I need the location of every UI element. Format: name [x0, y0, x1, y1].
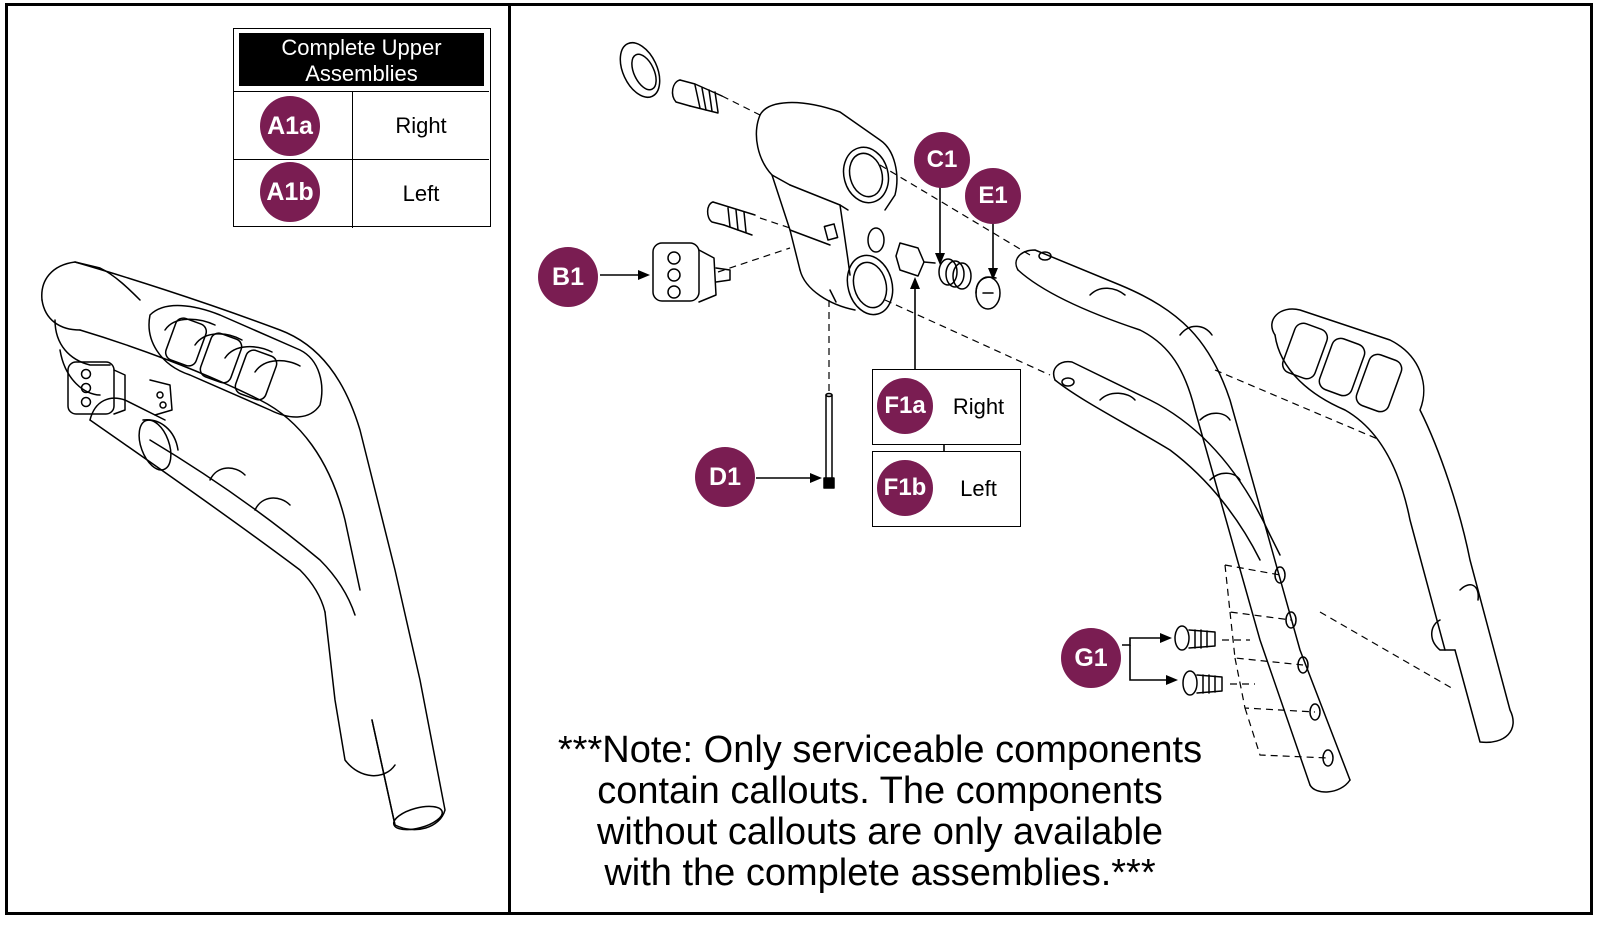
- callout-badge-a1a: A1a: [260, 96, 320, 156]
- clamp-housing-illustration: [755, 101, 898, 316]
- pin-illustration: [823, 392, 835, 489]
- spring-illustration: [895, 242, 972, 290]
- grip-handle-illustration: [1271, 308, 1514, 744]
- mounting-screws-illustration: [1174, 625, 1223, 696]
- f1-label-left: Left: [960, 476, 997, 501]
- callout-badge-a1b: A1b: [260, 162, 320, 222]
- serviceable-components-note: ***Note: Only serviceable components con…: [520, 730, 1240, 894]
- f1-label-right: Right: [952, 394, 1005, 419]
- set-screw-illustration: [975, 276, 1001, 310]
- note-line: without callouts are only available: [596, 811, 1164, 853]
- assembly-row-left: A1b Left: [234, 159, 489, 228]
- top-screw-illustration: [671, 79, 723, 114]
- callout-badge-e1: E1: [965, 168, 1021, 224]
- callout-badge-g1: G1: [1061, 628, 1121, 688]
- assemblies-table: Complete Upper Assemblies A1a Right A1b …: [233, 28, 491, 228]
- handle-tube-illustration: [1015, 249, 1351, 793]
- panel-divider: [508, 3, 511, 915]
- lower-tube-illustration: [1053, 360, 1281, 561]
- keypad-illustration: [652, 242, 731, 303]
- callout-badge-d1: D1: [695, 447, 755, 507]
- callout-badge-f1a: F1a: [877, 378, 933, 434]
- assembly-label-right: Right: [395, 113, 447, 138]
- end-cap-illustration: [619, 42, 661, 98]
- callout-badge-f1b: F1b: [877, 460, 933, 516]
- note-line: contain callouts. The components: [597, 770, 1163, 812]
- assemblies-title: Complete Upper Assemblies: [239, 33, 484, 86]
- assembly-row-right: A1a Right: [234, 91, 489, 160]
- side-screw-illustration: [706, 201, 756, 236]
- assembled-handle-illustration: [41, 261, 446, 831]
- f1-row-right: F1a Right: [872, 369, 1021, 445]
- assembly-label-left: Left: [402, 181, 440, 206]
- callout-badge-b1: B1: [538, 247, 598, 307]
- callout-badge-c1: C1: [914, 132, 970, 188]
- note-line: with the complete assemblies.***: [604, 852, 1156, 894]
- diagram-frame: [5, 3, 1593, 915]
- note-line: ***Note: Only serviceable components: [557, 729, 1203, 771]
- f1-row-left: F1b Left: [872, 451, 1021, 527]
